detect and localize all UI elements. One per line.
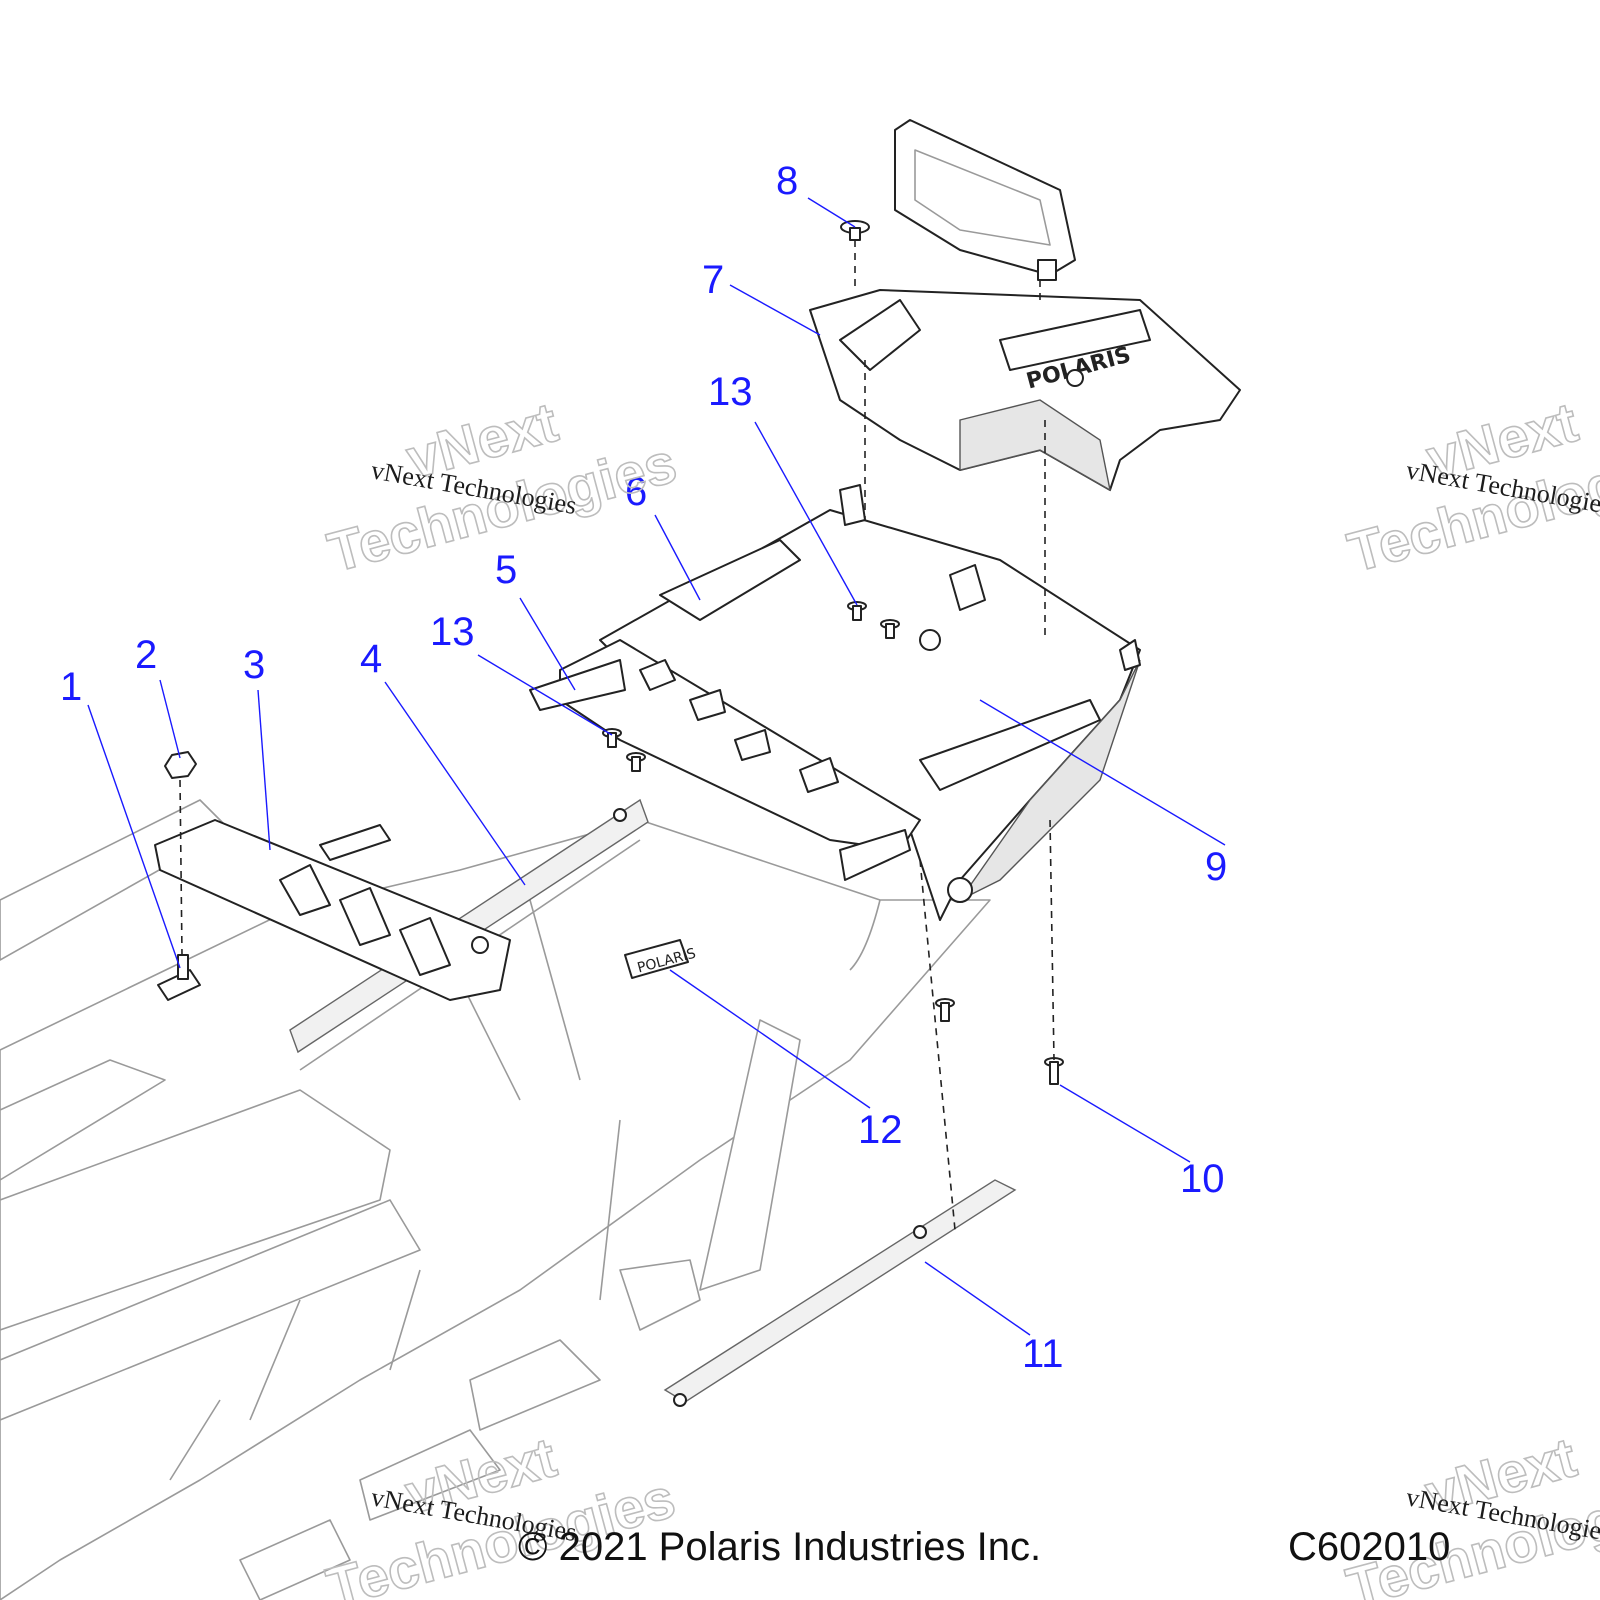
- callout-12: 12: [858, 1108, 903, 1152]
- callout-8: 8: [776, 159, 798, 203]
- callout-13-upper: 13: [708, 370, 753, 414]
- part-7-top-cover: POLARIS: [809, 289, 1241, 492]
- figure-code: C602010: [1288, 1525, 1450, 1569]
- chassis-frame: [0, 799, 991, 1600]
- callout-1: 1: [60, 665, 82, 709]
- seat-pad: [894, 119, 1076, 281]
- part-1-stud: [157, 954, 201, 1001]
- leader-lines: [87, 197, 1226, 1336]
- part-10-bolt: [1044, 1057, 1064, 1085]
- part-13-bolt-upper: [847, 601, 867, 621]
- callout-11: 11: [1022, 1332, 1064, 1376]
- assembly-lines: [179, 240, 1055, 1231]
- callout-7: 7: [702, 258, 724, 302]
- part-3-bracket: [154, 819, 511, 1001]
- part-9-rear-rack: [599, 484, 1141, 921]
- callout-10: 10: [1180, 1157, 1225, 1201]
- part-13-bolt-lower: [602, 728, 622, 748]
- footer: © 2021 Polaris Industries Inc. C602010: [518, 1525, 1450, 1569]
- callout-labels: 1 2 3 4 5 6 7 8 9 10 11 12 13 13: [60, 159, 1227, 1376]
- part-5-cross-bar: [529, 639, 921, 881]
- callout-9: 9: [1205, 845, 1227, 889]
- copyright-text: © 2021 Polaris Industries Inc.: [518, 1525, 1041, 1569]
- callout-4: 4: [360, 637, 382, 681]
- fasteners: [602, 601, 1064, 1085]
- callout-6: 6: [625, 470, 647, 514]
- callout-13-lower: 13: [430, 610, 475, 654]
- callout-2: 2: [135, 633, 157, 677]
- part-2-nut: [164, 751, 197, 779]
- callout-3: 3: [243, 643, 265, 687]
- part-11-rail-strip: [663, 1179, 1017, 1407]
- callout-5: 5: [495, 548, 517, 592]
- part-8-cap: [840, 220, 870, 241]
